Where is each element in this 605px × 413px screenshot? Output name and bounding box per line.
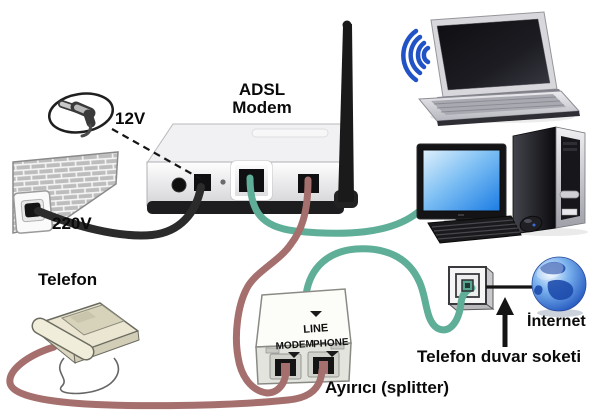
tower-icon [512,126,588,236]
label-adsl: ADSL [238,80,286,99]
phone-line-cable [6,343,326,410]
label-telefon: Telefon [38,270,98,289]
label-ayirici-splitter: Ayırıcı (splitter) [325,378,450,397]
reset-hole [220,179,226,185]
label-12v: 12V [115,109,146,128]
label-internet: İnternet [527,313,586,330]
splitter-phone-label: PHONE [313,337,350,350]
line-arrow-icon [310,311,322,317]
label-220v: 220V [52,214,92,233]
splitter-modem-label: MODEM [275,339,314,353]
handset-cord [58,357,120,395]
label-adsl-modem: ADSL Modem [220,81,304,117]
keyboard-icon [427,215,522,244]
handset [33,319,93,359]
monitor-icon [416,143,507,229]
antenna-icon [334,20,358,208]
phone-arrow-icon [326,351,339,357]
leader-dashed-line [111,128,202,180]
label-telefon-duvar-soketi: Telefon duvar soketi [417,347,582,366]
desktop-computer-icon [416,126,588,244]
wall-socket-arrow [496,297,514,347]
power-cable [34,183,205,240]
label-modem: Modem [232,98,292,117]
modem-arrow-icon [288,352,300,358]
power-button [171,177,187,193]
splitter-line-label: LINE [303,322,329,336]
internet-globe-icon [531,256,587,317]
dsl-cable [232,176,312,397]
dc-power-plug-icon [48,92,114,138]
wall-socket-center [461,279,474,292]
telephone-icon [31,302,140,395]
wifi-signal-icon [401,28,431,83]
line-to-socket-cable [302,245,476,334]
laptop-icon [417,11,581,126]
phone-splitter-icon: LINE MODEM PHONE [255,288,352,385]
mouse-icon [519,215,543,233]
